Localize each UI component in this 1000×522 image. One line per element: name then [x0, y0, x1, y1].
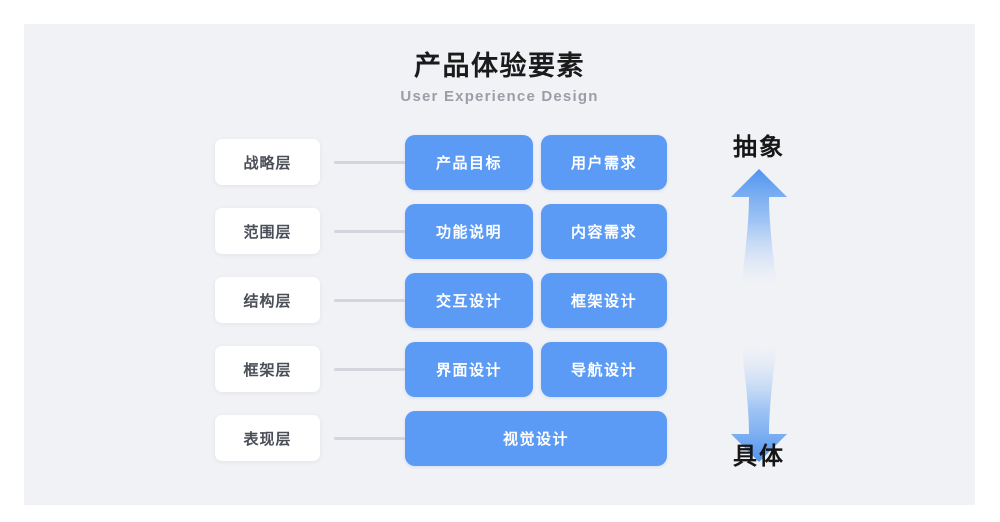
layer-cell[interactable]: 内容需求 [541, 204, 667, 259]
layer-cell[interactable]: 框架设计 [541, 273, 667, 328]
layer-row: 战略层 产品目标 用户需求 [24, 135, 975, 190]
layer-cell[interactable]: 交互设计 [405, 273, 533, 328]
layer-cell[interactable]: 功能说明 [405, 204, 533, 259]
layer-cell[interactable]: 界面设计 [405, 342, 533, 397]
layer-label-structure[interactable]: 结构层 [215, 277, 320, 323]
connector-line [334, 161, 405, 164]
layers-diagram: 战略层 产品目标 用户需求 范围层 功能说明 内容需求 结构层 交互设计 框架设… [24, 24, 975, 505]
layer-row: 结构层 交互设计 框架设计 [24, 273, 975, 328]
connector-line [334, 230, 405, 233]
layer-row: 表现层 视觉设计 [24, 411, 975, 466]
arrow-down-gradient-icon [731, 346, 787, 462]
layer-label-surface[interactable]: 表现层 [215, 415, 320, 461]
layer-label-scope[interactable]: 范围层 [215, 208, 320, 254]
layer-cell[interactable]: 用户需求 [541, 135, 667, 190]
layer-row: 框架层 界面设计 导航设计 [24, 342, 975, 397]
connector-line [334, 368, 405, 371]
layer-cell[interactable]: 产品目标 [405, 135, 533, 190]
axis-label-concrete: 具体 [733, 443, 785, 470]
connector-line [334, 437, 405, 440]
layer-cell[interactable]: 视觉设计 [405, 411, 667, 466]
page-subtitle: User Experience Design [400, 88, 599, 105]
layer-label-skeleton[interactable]: 框架层 [215, 346, 320, 392]
arrow-up-gradient-icon [731, 169, 787, 285]
layer-cell[interactable]: 导航设计 [541, 342, 667, 397]
slide-card: 产品体验要素 User Experience Design 战略层 产品目标 用… [24, 24, 975, 505]
header-block: 产品体验要素 User Experience Design [24, 48, 975, 107]
layer-row: 范围层 功能说明 内容需求 [24, 204, 975, 259]
layer-label-strategy[interactable]: 战略层 [215, 139, 320, 185]
connector-line [334, 299, 405, 302]
axis-label-abstract: 抽象 [733, 134, 785, 161]
abstraction-axis: 抽象 具体 [684, 24, 884, 505]
page-title: 产品体验要素 [414, 51, 585, 81]
